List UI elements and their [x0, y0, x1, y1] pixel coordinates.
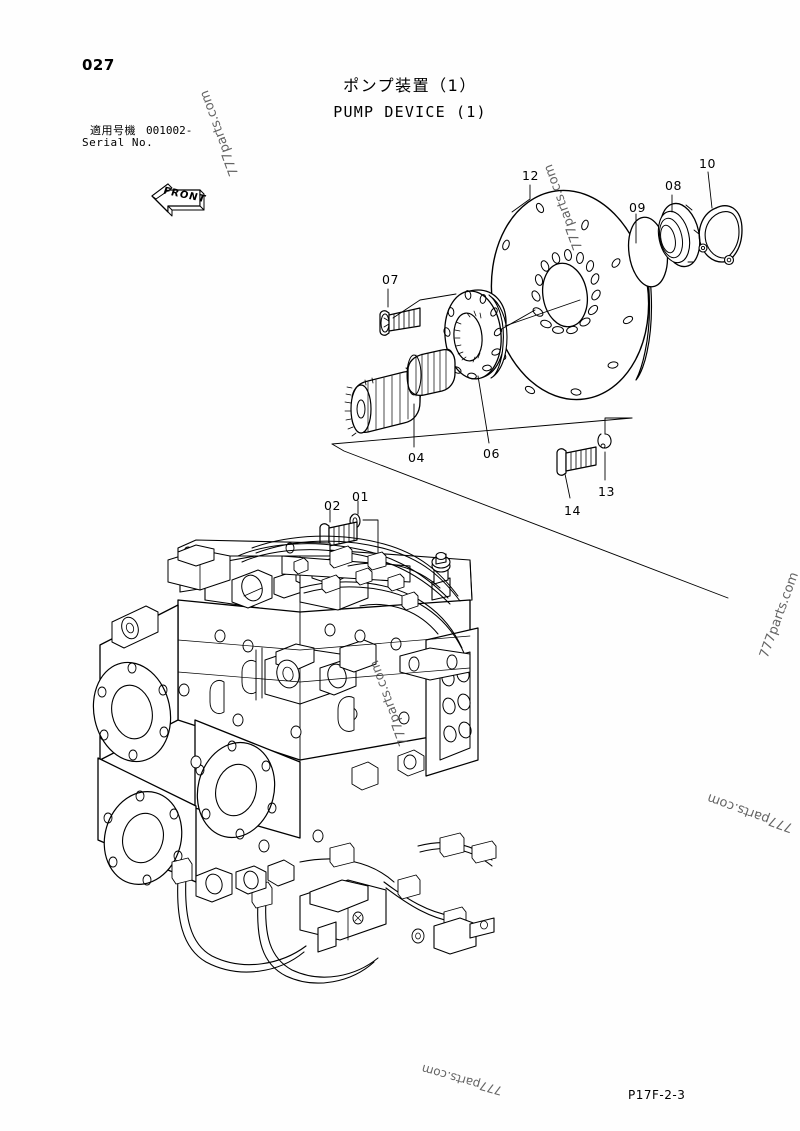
- callout-06: 06: [483, 446, 500, 461]
- front-arrow-label: FRONT: [161, 185, 208, 206]
- callout-10: 10: [699, 156, 716, 171]
- bolt-14: [556, 446, 597, 476]
- watermark: 777parts.com: [705, 790, 796, 835]
- exploded-view-boundary: [331, 417, 729, 599]
- page-title-japanese: ポンプ装置（1）: [343, 76, 477, 95]
- callout-14: 14: [564, 503, 581, 518]
- pump-assembly-drawing: [92, 535, 497, 984]
- serial-number-value: 001002-: [146, 124, 193, 137]
- o-ring-09: [627, 216, 669, 288]
- watermark: 777parts.com: [420, 1061, 504, 1098]
- coupling-hub-06: [443, 289, 508, 380]
- serial-label-japanese: 適用号機 001002-: [90, 122, 192, 138]
- page-title-english: PUMP DEVICE (1): [333, 103, 487, 121]
- callout-02: 02: [324, 498, 341, 513]
- callout-07: 07: [382, 272, 399, 287]
- callout-09: 09: [629, 200, 646, 215]
- washer-13: [597, 433, 612, 449]
- callout-01: 01: [352, 489, 369, 504]
- callout-leader-lines: [329, 171, 713, 701]
- callout-04: 04: [408, 450, 425, 465]
- bolt-07: [379, 307, 421, 336]
- watermark: 777parts.com: [757, 570, 800, 661]
- serial-label-jp-text: 適用号機: [90, 124, 136, 137]
- bearing-08: [657, 202, 701, 268]
- bolt-02: [319, 521, 358, 550]
- watermark: 777parts.com: [541, 162, 587, 252]
- page-number: 027: [82, 56, 115, 74]
- watermark: 777parts.com: [367, 658, 413, 748]
- serial-label-english: Serial No.: [82, 136, 154, 149]
- callout-13: 13: [598, 484, 615, 499]
- watermark: 777parts.com: [197, 88, 243, 178]
- page-code: P17F-2-3: [628, 1088, 686, 1102]
- drive-shaft-04: [344, 348, 456, 437]
- callout-08: 08: [665, 178, 682, 193]
- snap-ring-10: [698, 205, 743, 266]
- callout-12: 12: [522, 168, 539, 183]
- washer-01: [349, 513, 361, 529]
